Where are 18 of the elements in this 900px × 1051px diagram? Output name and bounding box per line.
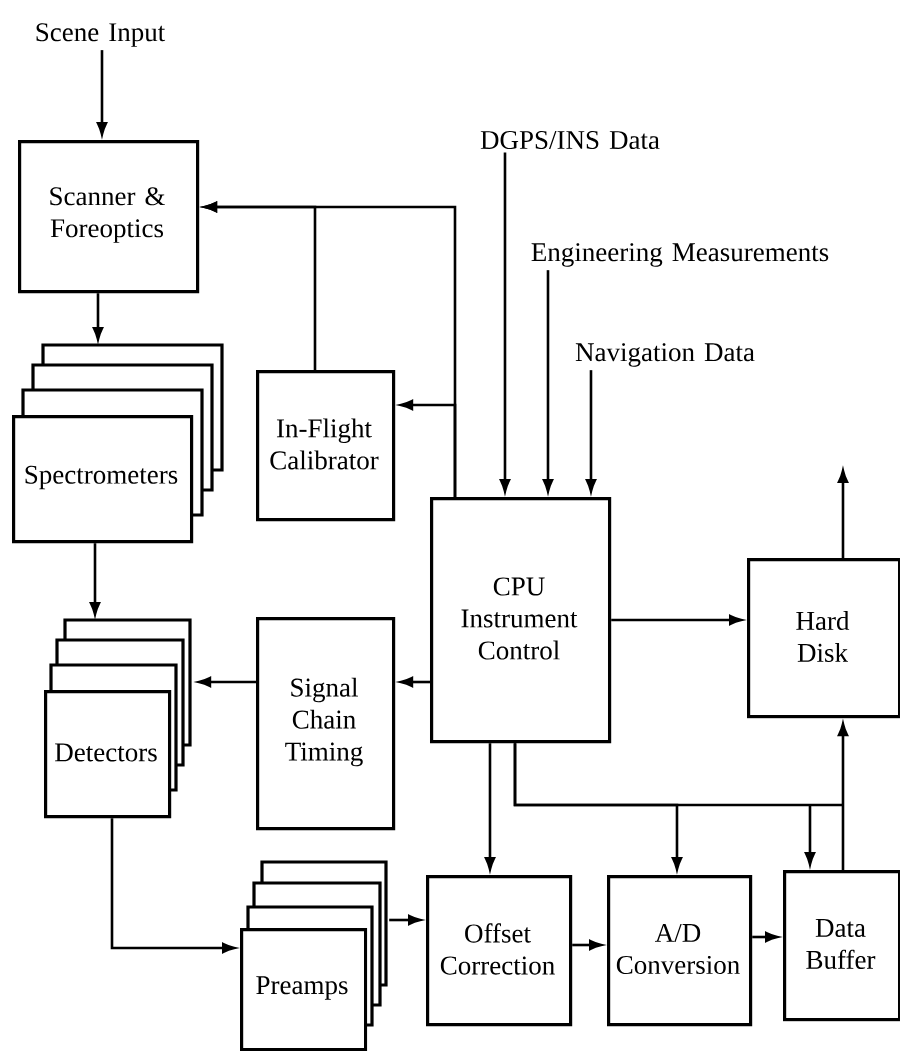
input-label: Scene Input bbox=[36, 23, 166, 47]
process-box: A/D Conversion bbox=[607, 875, 753, 1027]
process-box: Hard Disk bbox=[747, 558, 900, 719]
process-box: Scanner & Foreoptics bbox=[18, 140, 200, 294]
node-label: Spectrometers bbox=[25, 465, 178, 490]
input-label: DGPS/INS Data bbox=[480, 130, 660, 150]
process-box: CPU Instrument Control bbox=[430, 497, 612, 744]
input-label: Engineering Measurements bbox=[531, 243, 829, 267]
process-box: Signal Chain Timing bbox=[256, 617, 396, 831]
arrow bbox=[92, 293, 104, 341]
stacked-box: Preamps bbox=[240, 860, 388, 1051]
stacked-box: Detectors bbox=[44, 618, 192, 819]
input-label: Navigation Data bbox=[575, 343, 755, 367]
stacked-box: Spectrometers bbox=[12, 343, 224, 544]
process-box: In-Flight Calibrator bbox=[256, 370, 396, 522]
process-box: Data Buffer bbox=[783, 870, 900, 1022]
arrow bbox=[89, 543, 101, 616]
process-box: Offset Correction bbox=[426, 875, 573, 1027]
